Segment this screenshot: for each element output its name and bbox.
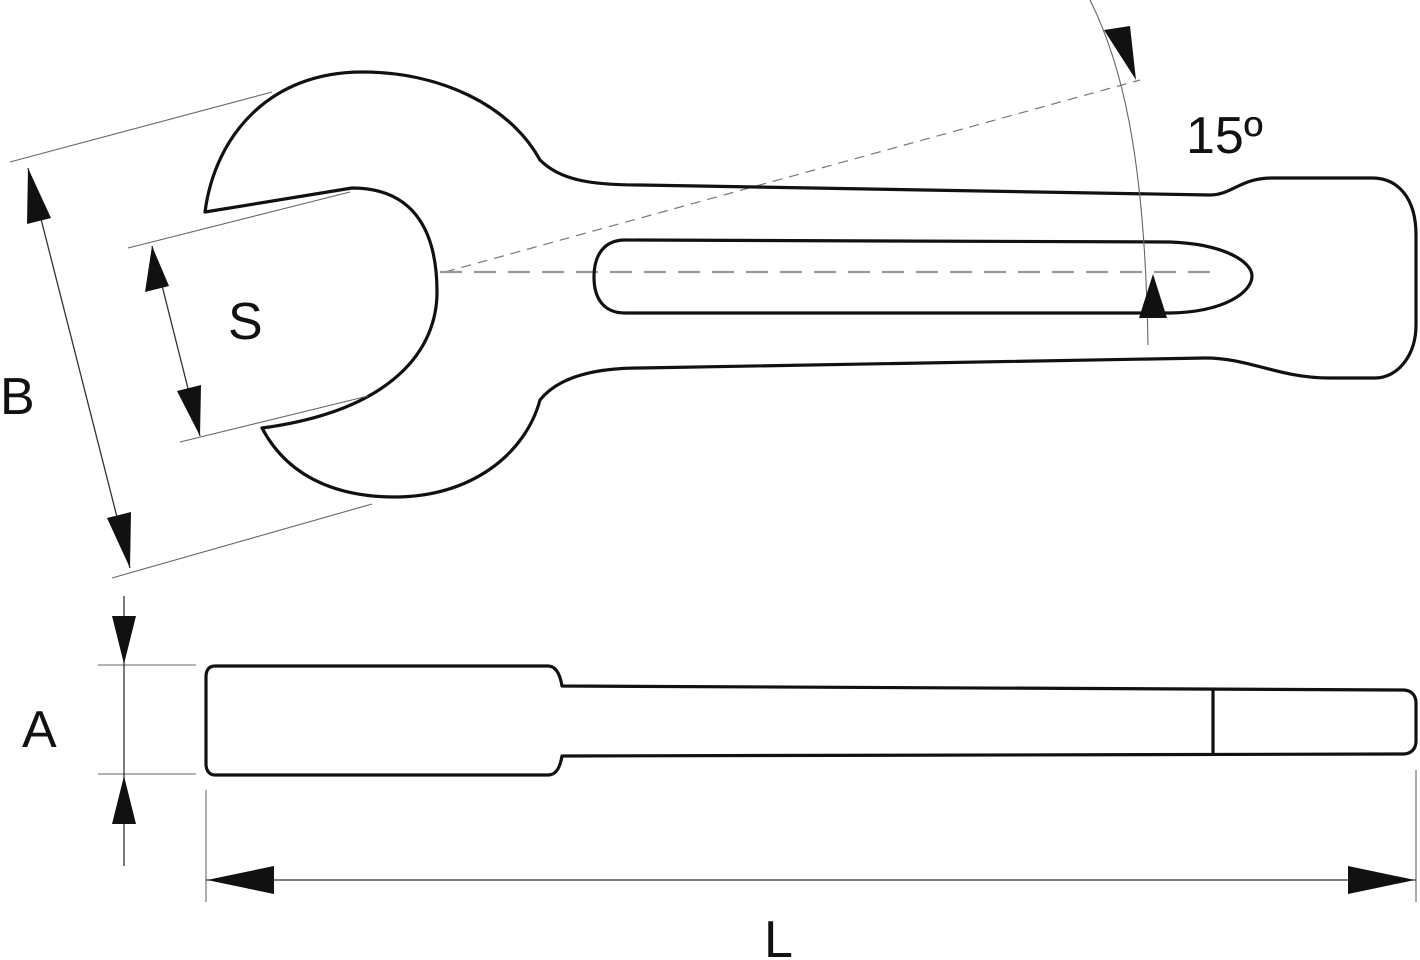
wrench-top-outline [203,70,1418,499]
a-arrow-bottom [112,776,136,824]
a-label: A [22,701,57,759]
s-extension-top [127,191,351,249]
b-label: B [0,368,35,426]
s-extension-bottom [179,395,369,443]
angle-arc [1089,0,1149,346]
b-extension-top [9,91,273,163]
l-label: L [764,911,793,960]
a-arrow-top [112,616,136,664]
angle-arrow-bottom [1139,274,1167,318]
l-arrow-left [207,866,274,894]
handle-slot [592,238,1254,315]
s-arrow-bottom [177,385,201,436]
wrench-side-outline [204,664,1418,777]
angle-label: 15º [1186,107,1263,165]
b-extension-bottom [111,503,373,579]
angle-reference-line [444,79,1141,273]
b-arrow-top [27,168,51,224]
l-arrow-right [1348,866,1415,894]
s-arrow-top [145,246,169,292]
angle-arrow-top [1104,26,1136,80]
b-dimension-line [27,167,131,569]
s-label: S [228,293,263,351]
b-arrow-bottom [107,512,131,568]
